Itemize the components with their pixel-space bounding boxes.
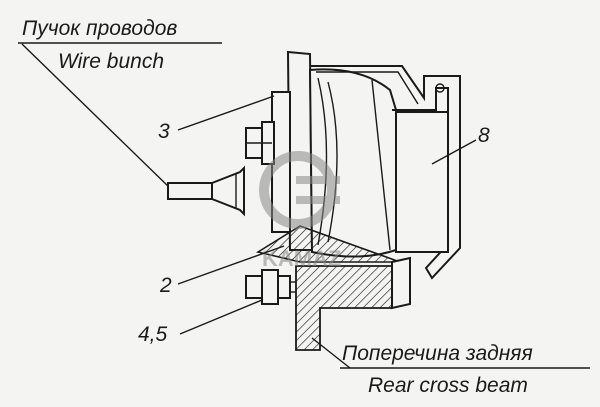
- callout-8: 8: [478, 124, 490, 147]
- bolt-top: [245, 121, 275, 165]
- leader-4-5: [179, 299, 263, 335]
- leader-2: [177, 245, 285, 285]
- callout-2: 2: [159, 274, 172, 297]
- kamaz-watermark-logo: KAMAZ: [259, 151, 341, 271]
- label-wire-bunch-en: Wire bunch: [58, 50, 164, 73]
- callout-4-5: 4,5: [138, 323, 168, 346]
- callout-3: 3: [158, 120, 170, 143]
- wire-bunch: [167, 165, 245, 217]
- label-beam-en: Rear cross beam: [368, 374, 528, 397]
- leader-beam: [311, 337, 351, 369]
- label-beam-ru: Поперечина задняя: [342, 342, 533, 365]
- leader-8: [431, 139, 477, 165]
- bolt-bottom: [245, 269, 296, 305]
- leader-3: [177, 95, 275, 131]
- bracket-8: [310, 65, 461, 280]
- watermark-text: KAMAZ: [262, 246, 341, 271]
- leader-wire-bunch: [21, 43, 173, 191]
- label-wire-bunch-ru: Пучок проводов: [22, 17, 177, 40]
- rear-cross-beam: [295, 256, 411, 351]
